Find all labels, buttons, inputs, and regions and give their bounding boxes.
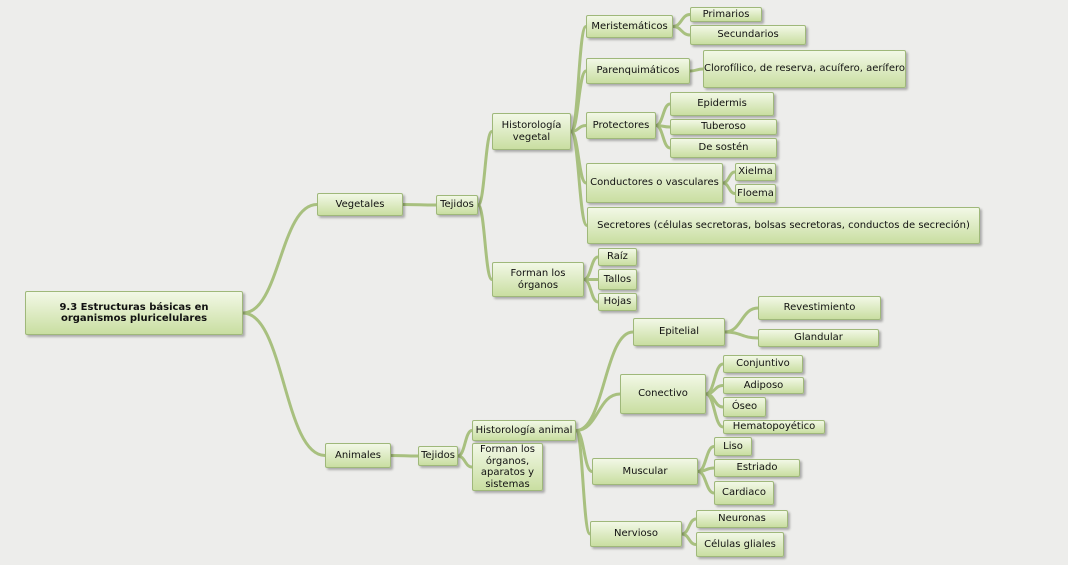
connector-epit-reve [724, 306, 759, 334]
adiposo-node: Adiposo [723, 377, 804, 394]
connector-root-veg [242, 203, 318, 315]
muscular-node: Muscular [592, 458, 698, 485]
protectores-node: Protectores [586, 112, 656, 139]
hojas-node: Hojas [598, 293, 637, 311]
revestimiento-node: Revestimiento [758, 296, 881, 320]
neuronas-node: Neuronas [696, 510, 788, 528]
epitelial-node: Epitelial [633, 318, 725, 346]
animales-tejidos-node: Tejidos [418, 446, 458, 466]
connector-atej-ahist [457, 429, 473, 458]
de-sosten-node: De sostén [670, 138, 777, 158]
animales-node: Animales [325, 443, 391, 468]
vegetales-forman-organos-node: Forman los órganos [492, 262, 584, 297]
connector-meri-secu [672, 25, 691, 37]
connector-vhist-meri [569, 25, 588, 133]
primarios-node: Primarios [690, 7, 762, 22]
connector-cone-adip [705, 384, 724, 396]
root-node: 9.3 Estructuras básicas en organismos pl… [25, 291, 243, 335]
connector-meri-prim [672, 13, 691, 28]
connector-ahist-nerv [574, 429, 592, 536]
connector-root-ani [242, 311, 326, 457]
floema-node: Floema [735, 184, 776, 203]
meristematicos-node: Meristemáticos [586, 15, 673, 38]
connector-epit-glan [724, 330, 759, 340]
connector-vhist-paren [569, 69, 588, 133]
historologia-vegetal-node: Historología vegetal [492, 113, 571, 150]
conectivo-node: Conectivo [620, 374, 706, 414]
connector-vtej-vhist [476, 130, 494, 207]
connector-ahist-cone [575, 392, 621, 432]
xielma-node: Xielma [735, 163, 776, 181]
conjuntivo-node: Conjuntivo [723, 355, 803, 373]
parenquimaticos-detail-node: Clorofílico, de reserva, acuífero, aeríf… [703, 50, 906, 88]
glandular-node: Glandular [758, 329, 879, 347]
animales-forman-organos-node: Forman los órganos, aparatos y sistemas [472, 443, 543, 491]
connector-cond-floe [722, 181, 736, 195]
tallos-node: Tallos [598, 269, 637, 290]
tuberoso-node: Tuberoso [670, 119, 777, 135]
connector-atej-aform [457, 454, 473, 469]
epidermis-node: Epidermis [670, 92, 774, 116]
cardiaco-node: Cardiaco [714, 481, 774, 505]
connector-vform-raiz [583, 255, 599, 281]
celulas-gliales-node: Células gliales [696, 532, 784, 557]
connector-prot-epid [655, 102, 671, 127]
parenquimaticos-node: Parenquimáticos [586, 58, 690, 84]
connector-cond-xiel [722, 170, 736, 185]
hematopoyetico-node: Hematopoyético [723, 420, 825, 434]
connector-ani-atej [390, 454, 419, 458]
historologia-animal-node: Historología animal [472, 420, 576, 441]
oseo-node: Óseo [723, 397, 766, 417]
secundarios-node: Secundarios [690, 25, 806, 45]
connector-nerv-neur [681, 517, 697, 536]
connector-veg-vtej [402, 203, 437, 207]
connector-prot-sost [655, 124, 671, 150]
connector-vtej-vform [476, 203, 494, 281]
connector-vhist-secr [569, 130, 589, 227]
liso-node: Liso [714, 437, 752, 456]
connector-paren-pardet [689, 67, 704, 73]
estriado-node: Estriado [714, 459, 800, 477]
secretores-node: Secretores (células secretoras, bolsas s… [587, 207, 980, 244]
conductores-node: Conductores o vasculares [586, 163, 723, 203]
connector-nerv-glia [681, 532, 697, 546]
connector-vform-hoja [583, 278, 599, 304]
nervioso-node: Nervioso [590, 521, 682, 547]
vegetales-node: Vegetales [317, 193, 403, 216]
vegetales-tejidos-node: Tejidos [436, 195, 478, 215]
connector-musc-card [697, 470, 715, 495]
connector-cone-hema [705, 392, 724, 429]
raiz-node: Raíz [598, 248, 637, 266]
